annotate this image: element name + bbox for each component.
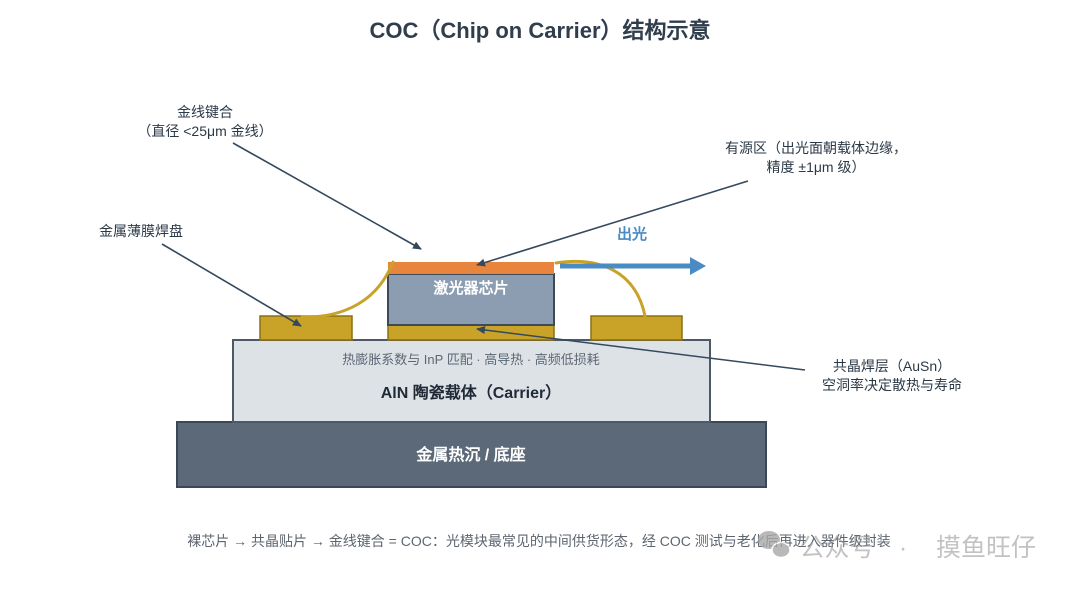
callout-wire-bond-leader: [232, 142, 422, 250]
left-gold-wire: [300, 260, 395, 319]
wechat-icon: [758, 531, 791, 559]
active-region-strip: [388, 262, 554, 274]
callout-active-region: 有源区（出光面朝载体边缘， 精度 ±1μm 级）: [476, 140, 907, 267]
laser-chip: 激光器芯片: [387, 273, 555, 326]
light-output-label: 出光: [617, 225, 647, 243]
heatsink-block: [176, 421, 767, 488]
callout-bond-pad: 金属薄膜焊盘: [99, 223, 302, 327]
carrier-properties-note: 热膨胀系数与 InP 匹配 · 高导热 · 高频低损耗: [342, 352, 600, 367]
left-bond-pad: [259, 315, 353, 341]
right-gold-wire: [554, 259, 647, 318]
callout-bond-pad-title: 金属薄膜焊盘: [99, 223, 183, 239]
watermark-author: 摸鱼旺仔: [936, 534, 1036, 562]
carrier-label: AlN 陶瓷载体（Carrier）: [381, 383, 561, 402]
carrier-block: [232, 339, 711, 423]
callout-wire-bond-detail: （直径 <25μm 金线）: [137, 123, 272, 139]
light-output-arrow: 出光: [560, 225, 706, 275]
heatsink-label: 金属热沉 / 底座: [415, 445, 525, 464]
footer-caption: 裸芯片 → 共晶贴片 → 金线键合 = COC：光模块最常见的中间供货形态，经 …: [187, 533, 891, 549]
callout-wire-bond: 金线键合 （直径 <25μm 金线）: [137, 104, 422, 250]
eutectic-solder-layer: [387, 324, 555, 341]
page-title: COC（Chip on Carrier）结构示意: [369, 18, 710, 43]
callout-eutectic-solder: 共晶焊层（AuSn） 空洞率决定散热与寿命: [476, 326, 962, 393]
right-bond-pad: [590, 315, 683, 341]
callout-eutectic-solder-detail: 空洞率决定散热与寿命: [822, 377, 962, 393]
watermark-separator: ·: [899, 534, 907, 562]
callout-active-region-detail: 精度 ±1μm 级）: [767, 159, 866, 175]
carrier-layer: 热膨胀系数与 InP 匹配 · 高导热 · 高频低损耗 AlN 陶瓷载体（Car…: [232, 339, 711, 423]
laser-chip-label: 激光器芯片: [433, 279, 508, 297]
callout-wire-bond-title: 金线键合: [177, 104, 233, 120]
watermark: 公众号 · 摸鱼旺仔: [758, 531, 1036, 562]
callout-active-region-leader: [476, 180, 749, 267]
light-output-arrow-head: [690, 257, 706, 275]
callout-bond-pad-leader: [161, 243, 302, 327]
callout-eutectic-solder-leader: [476, 326, 806, 371]
heatsink-layer: 金属热沉 / 底座: [176, 421, 767, 488]
callout-active-region-title: 有源区（出光面朝载体边缘，: [725, 140, 907, 156]
watermark-platform: 公众号: [799, 534, 874, 562]
callout-eutectic-solder-title: 共晶焊层（AuSn）: [833, 358, 951, 374]
